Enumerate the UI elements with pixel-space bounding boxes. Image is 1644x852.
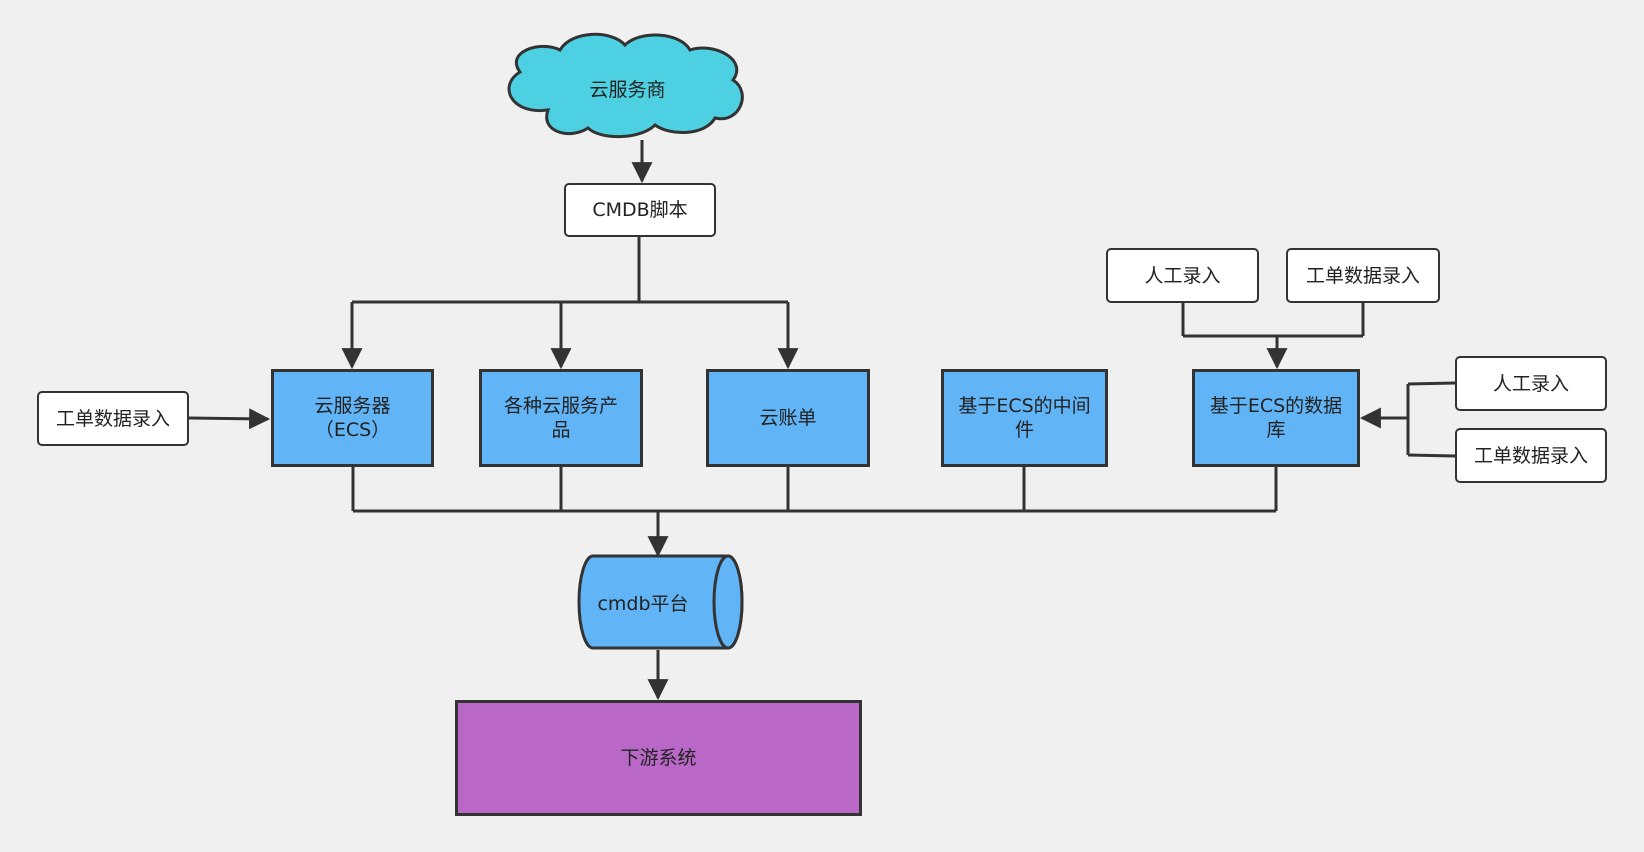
manual-entry-right-box[interactable]: 人工录入 [1455, 356, 1607, 411]
cmdb-script-box[interactable]: CMDB脚本 [564, 183, 716, 237]
manual-entry-top-box[interactable]: 人工录入 [1106, 248, 1259, 303]
downstream-box[interactable]: 下游系统 [455, 700, 862, 816]
connector-right-entries-to-database [1359, 381, 1456, 458]
cloud-products-box[interactable]: 各种云服务产 品 [479, 369, 643, 467]
cmdb-platform-cylinder[interactable] [577, 554, 744, 650]
connector-sources-to-platform [351, 467, 1278, 558]
connector-cmdb-script-to-sources [341, 237, 799, 370]
cloud-provider-shape[interactable] [507, 32, 744, 139]
ecs-middleware-box[interactable]: 基于ECS的中间 件 [941, 369, 1108, 467]
arrow-ticket-to-ecs [188, 408, 271, 430]
cloud-bill-box[interactable]: 云账单 [706, 369, 870, 467]
cmdb-platform-label: cmdb平台 [597, 592, 689, 615]
ticket-entry-right-box[interactable]: 工单数据录入 [1455, 428, 1607, 483]
cloud-provider-label: 云服务商 [589, 78, 666, 101]
ecs-database-box[interactable]: 基于ECS的数据 库 [1192, 369, 1360, 467]
ecs-box[interactable]: 云服务器 （ECS） [271, 369, 434, 467]
ticket-entry-top-box[interactable]: 工单数据录入 [1286, 248, 1440, 303]
connector-top-entries-to-database [1181, 303, 1365, 370]
ticket-entry-left-box[interactable]: 工单数据录入 [37, 391, 189, 446]
